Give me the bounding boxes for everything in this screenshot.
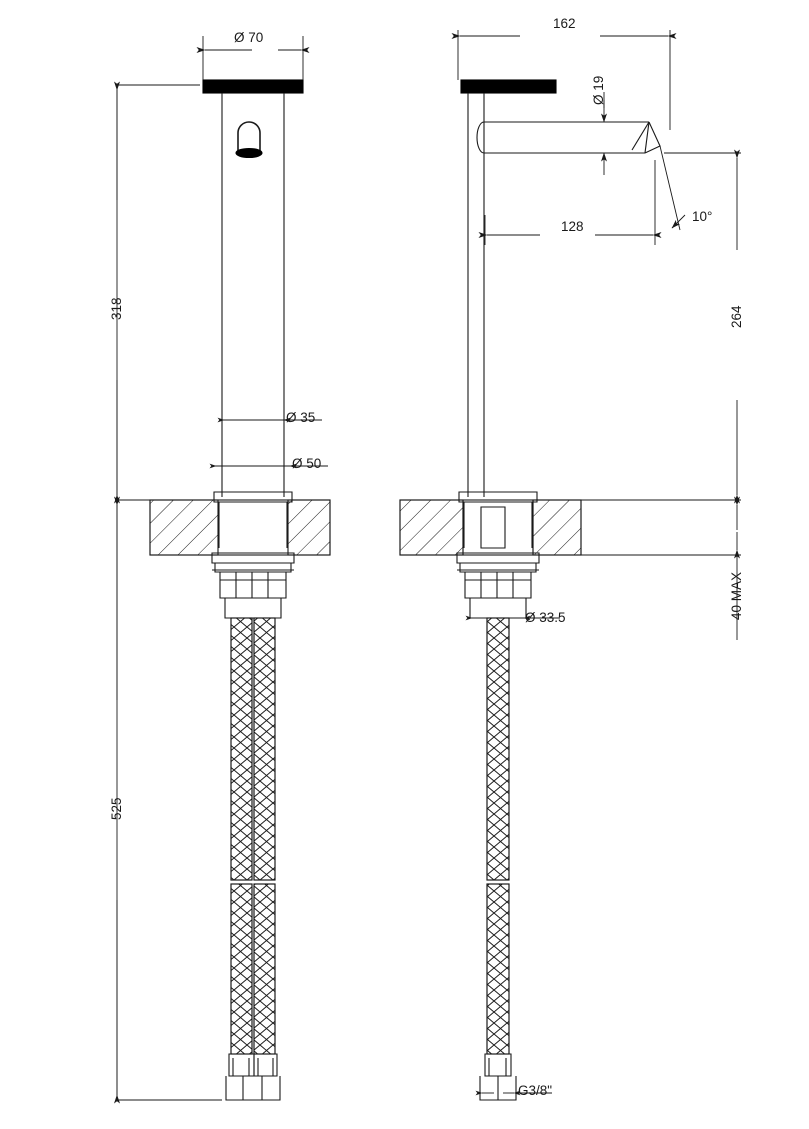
dimension-label-hole-diameter: Ø 33.5 bbox=[525, 610, 566, 625]
dimension-label-reach-162: 162 bbox=[553, 16, 576, 31]
dimension-label-spout-diameter: Ø 19 bbox=[591, 75, 606, 105]
side-view-geometry bbox=[399, 79, 661, 1101]
dimension-label-counter-thickness: 40 MAX bbox=[729, 571, 744, 620]
dimension-label-column-diameter: Ø 35 bbox=[286, 410, 316, 425]
front-view-geometry bbox=[149, 79, 331, 1101]
dimension-label-reach-128: 128 bbox=[561, 219, 584, 234]
dimension-label-cap-diameter: Ø 70 bbox=[234, 30, 264, 45]
dimension-label-base-diameter: Ø 50 bbox=[292, 456, 322, 471]
dimension-label-inlet-thread: G3/8" bbox=[518, 1083, 553, 1098]
dimension-label-spout-height-264: 264 bbox=[729, 305, 744, 328]
dimension-label-height-318: 318 bbox=[109, 297, 124, 320]
dimension-lines bbox=[114, 30, 741, 1104]
dimension-label-outlet-angle: 10° bbox=[692, 209, 713, 224]
dimension-label-height-525: 525 bbox=[109, 797, 124, 820]
